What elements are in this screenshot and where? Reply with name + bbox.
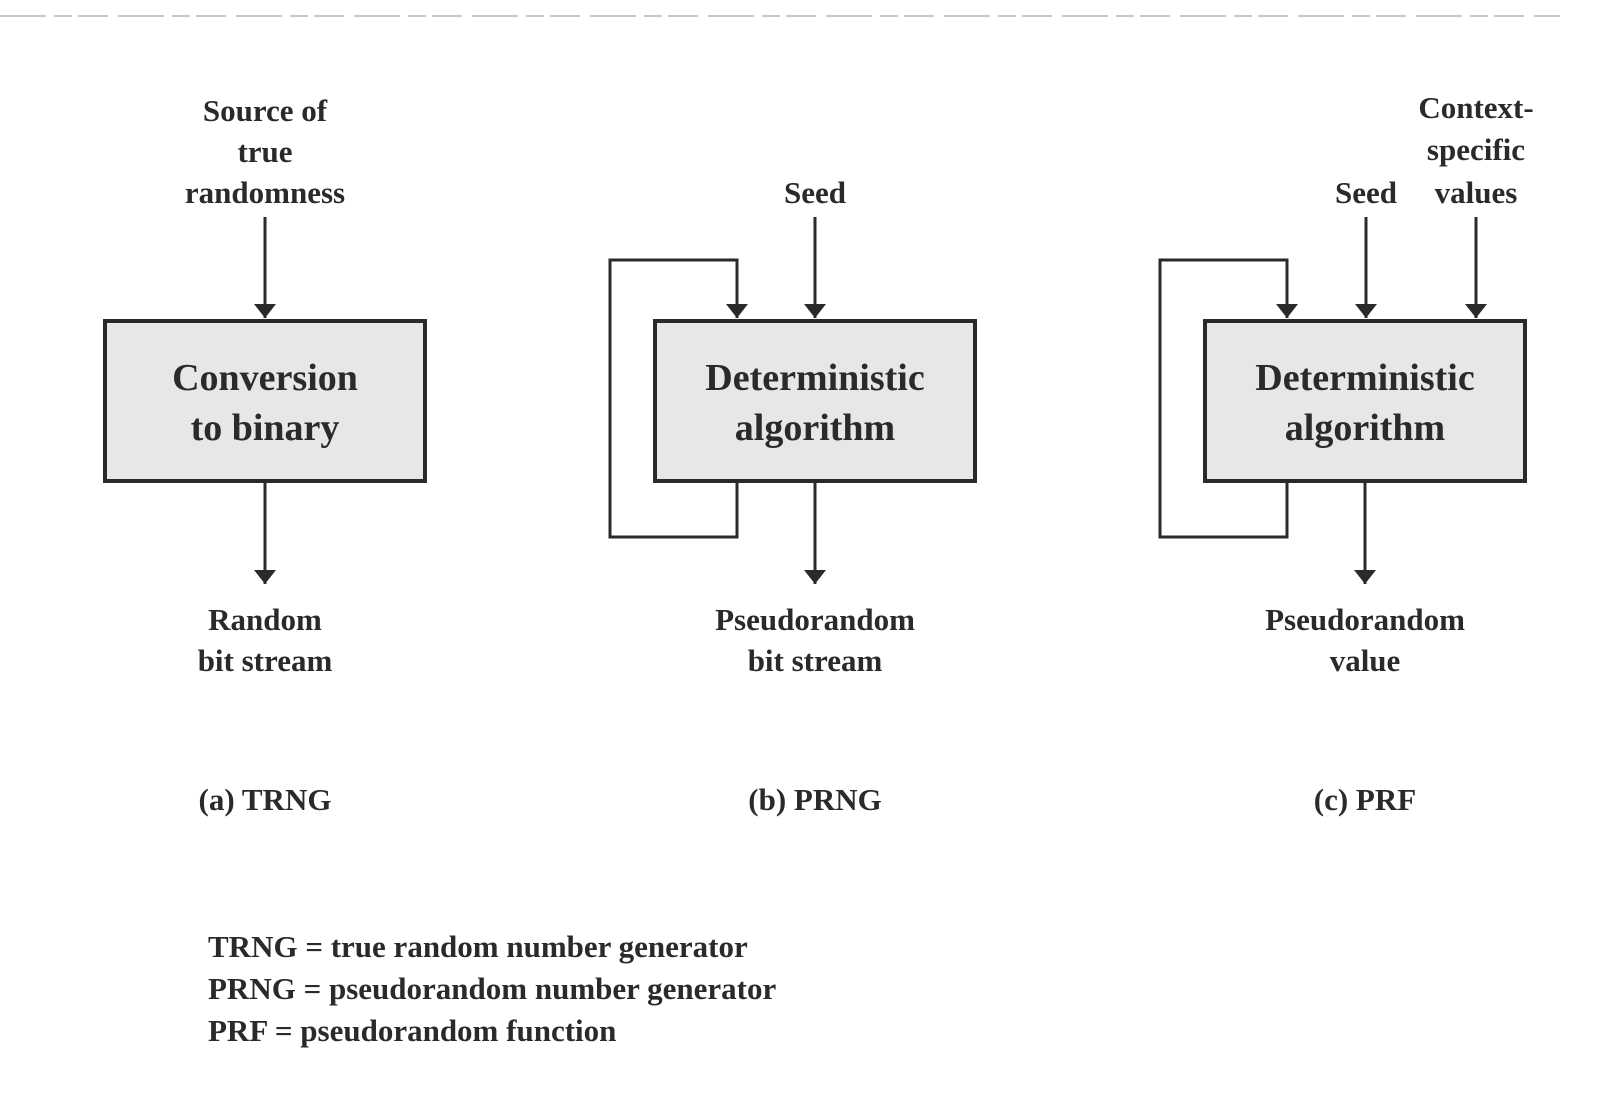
prf-output-label-line2: value: [1330, 643, 1401, 678]
prng-output-label-line1: Pseudorandom: [715, 602, 915, 637]
prng-box-label-line2: algorithm: [735, 407, 895, 449]
prf-box-label-line1: Deterministic: [1255, 357, 1474, 399]
trng-conversion-box: [103, 319, 427, 483]
prng-output-label-line2: bit stream: [748, 643, 883, 678]
prng-box-label-line1: Deterministic: [705, 357, 924, 399]
prf-seed-label: Seed: [1335, 175, 1397, 210]
legend-line-prf: PRF = pseudorandom function: [208, 1013, 616, 1048]
trng-caption: (a) TRNG: [199, 782, 332, 817]
prf-context-label-line2: specific: [1427, 132, 1525, 167]
trng-input-label-line2: true: [237, 134, 292, 169]
panel-prng: Seed Deterministic algorithm Pseudorando…: [608, 175, 977, 817]
prng-feedback-loop: [608, 258, 748, 539]
legend-line-trng: TRNG = true random number generator: [208, 929, 748, 964]
prf-feedback-loop: [1158, 258, 1298, 539]
panel-prf: Context- specific values Seed Determinis…: [1158, 90, 1534, 817]
prf-context-label-line3: values: [1435, 175, 1518, 210]
trng-input-label-line1: Source of: [203, 93, 328, 128]
prf-context-label-line1: Context-: [1418, 90, 1533, 125]
prng-seed-label: Seed: [784, 175, 846, 210]
trng-output-label-line2: bit stream: [198, 643, 333, 678]
prf-box-label-line2: algorithm: [1285, 407, 1445, 449]
prng-algorithm-box: [653, 319, 977, 483]
prf-caption: (c) PRF: [1314, 782, 1416, 817]
legend: TRNG = true random number generator PRNG…: [208, 929, 776, 1048]
prf-algorithm-box: [1203, 319, 1527, 483]
prng-caption: (b) PRNG: [748, 782, 881, 817]
trng-box-label-line1: Conversion: [172, 357, 358, 399]
legend-line-prng: PRNG = pseudorandom number generator: [208, 971, 776, 1006]
prf-output-label-line1: Pseudorandom: [1265, 602, 1465, 637]
trng-input-label-line3: randomness: [185, 175, 345, 210]
trng-output-label-line1: Random: [208, 602, 322, 637]
trng-box-label-line2: to binary: [191, 407, 340, 449]
panel-trng: Source of true randomness Conversion to …: [103, 93, 427, 817]
